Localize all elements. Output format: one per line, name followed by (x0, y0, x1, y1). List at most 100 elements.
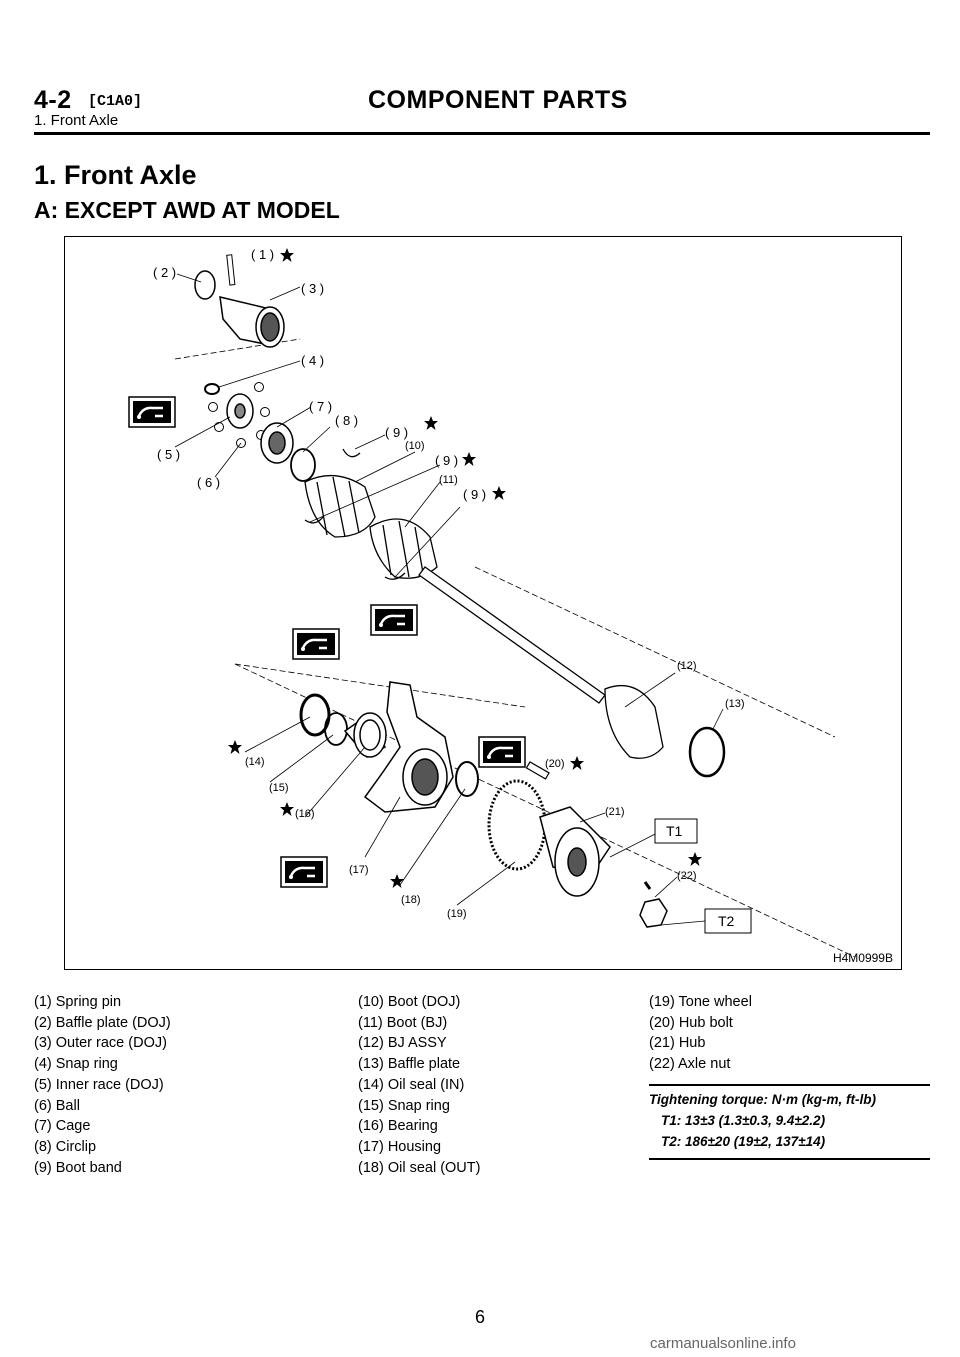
callout-9c: ( 9 ) (463, 487, 486, 502)
legend-item: (15) Snap ring (358, 1097, 450, 1114)
torque-rule-bottom (649, 1158, 930, 1160)
snap-ring-part (204, 383, 220, 395)
hub-part (539, 806, 611, 897)
bj-assy-part (418, 566, 664, 759)
star-icon-9b (462, 452, 476, 466)
torque-label-t1: T1 (654, 818, 698, 844)
footer-watermark[interactable]: carmanualsonline.info (650, 1335, 796, 1352)
legend-item: (17) Housing (358, 1138, 442, 1155)
torque-label-t2: T2 (704, 908, 752, 934)
baffle-plate-part (194, 270, 216, 300)
legend-item: (16) Bearing (358, 1118, 438, 1135)
legend-column-1: (1) Spring pin (2) Baffle plate (DOJ) (3… (34, 992, 171, 1178)
callout-labels: ( 1 ) ( 2 ) ( 3 ) ( 4 ) ( 5 ) ( 6 ) ( 7 … (153, 247, 745, 920)
grease-icon-3 (291, 627, 341, 661)
legend-item: (9) Boot band (34, 1159, 122, 1176)
legend-item: (3) Outer race (DOJ) (34, 1035, 167, 1052)
header-rule (34, 132, 930, 135)
legend-item: (4) Snap ring (34, 1056, 118, 1073)
callout-10: (10) (405, 440, 425, 452)
section-subcode: [C1A0] (88, 93, 143, 110)
star-icon-9a (424, 416, 438, 430)
callout-1: ( 1 ) (251, 247, 274, 262)
callout-12: (12) (677, 660, 697, 672)
legend-item: (13) Baffle plate (358, 1056, 461, 1073)
star-icon-16 (280, 802, 294, 816)
legend-item: (22) Axle nut (649, 1056, 731, 1073)
legend-column-2: (10) Boot (DOJ) (11) Boot (BJ) (12) BJ A… (358, 992, 480, 1178)
housing-part (363, 681, 454, 813)
section-code: 4-2 (34, 86, 72, 114)
oil-seal-out-part (455, 761, 479, 797)
star-icon-22 (688, 852, 702, 866)
legend-item: (5) Inner race (DOJ) (34, 1076, 164, 1093)
callout-14: (14) (245, 756, 265, 768)
grease-icon-4 (477, 735, 527, 769)
legend-column-3: (19) Tone wheel (20) Hub bolt (21) Hub (… (649, 992, 752, 1075)
bearing-part (343, 712, 387, 758)
page-header-title: COMPONENT PARTS (368, 86, 628, 114)
callout-3: ( 3 ) (301, 281, 324, 296)
breadcrumb: 1. Front Axle (34, 112, 119, 129)
svg-text:T1: T1 (666, 823, 683, 839)
balls-part (208, 382, 270, 448)
t1-bolt-part (643, 881, 652, 890)
callout-19: (19) (447, 908, 467, 920)
figure-id: H4M0999B (832, 951, 893, 965)
tightening-torque-box: Tightening torque: N·m (kg-m, ft-lb) T1:… (649, 1084, 930, 1160)
callout-18: (18) (401, 894, 421, 906)
star-icon-9c (492, 486, 506, 500)
section-title: 1. Front Axle (34, 160, 197, 190)
callout-2: ( 2 ) (153, 265, 176, 280)
subsection-title: A: EXCEPT AWD AT MODEL (34, 197, 340, 223)
legend-item: (14) Oil seal (IN) (358, 1076, 465, 1093)
boot-doj-part (304, 474, 376, 538)
callout-7: ( 7 ) (309, 399, 332, 414)
legend-item: (1) Spring pin (34, 994, 122, 1010)
legend-item: (21) Hub (649, 1035, 706, 1052)
legend-item: (18) Oil seal (OUT) (358, 1159, 481, 1176)
callout-4: ( 4 ) (301, 353, 324, 368)
svg-text:T2: T2 (718, 913, 735, 929)
star-icon-1 (280, 248, 294, 262)
callout-11: (11) (439, 474, 458, 486)
callout-9b: ( 9 ) (435, 453, 458, 468)
tone-wheel-part (487, 779, 547, 871)
legend-item: (6) Ball (34, 1097, 80, 1114)
exploded-diagram: ( 1 ) ( 2 ) ( 3 ) ( 4 ) ( 5 ) ( 6 ) ( 7 … (64, 236, 902, 970)
axle-nut-part (639, 898, 668, 928)
callout-17: (17) (349, 864, 369, 876)
snap-ring-15-part (324, 712, 348, 746)
callout-13: (13) (725, 698, 745, 710)
legend-item: (20) Hub bolt (649, 1014, 733, 1031)
outer-race-part (219, 296, 285, 348)
callout-20: (20) (545, 758, 565, 770)
star-icon-20 (570, 756, 584, 770)
callout-5: ( 5 ) (157, 447, 180, 462)
star-icon-14 (228, 740, 242, 754)
diagram-canvas: ( 1 ) ( 2 ) ( 3 ) ( 4 ) ( 5 ) ( 6 ) ( 7 … (127, 247, 856, 958)
callout-21: (21) (605, 806, 625, 818)
torque-t1: T1: 13±3 (1.3±0.3, 9.4±2.2) (661, 1113, 826, 1128)
grease-icon-5 (279, 855, 329, 889)
page-number: 6 (474, 1307, 485, 1327)
inner-race-part (226, 393, 254, 429)
torque-t2: T2: 186±20 (19±2, 137±14) (661, 1134, 826, 1149)
cage-part (260, 422, 294, 464)
boot-bands-part (304, 448, 406, 580)
leader-lines (174, 273, 724, 926)
hub-bolt-part (525, 761, 550, 780)
legend-item: (10) Boot (DOJ) (358, 994, 461, 1010)
legend-item: (19) Tone wheel (649, 994, 752, 1010)
baffle-plate-13-part (688, 726, 726, 778)
callout-6: ( 6 ) (197, 475, 220, 490)
callout-22: (22) (677, 870, 697, 882)
legend-item: (11) Boot (BJ) (358, 1014, 448, 1031)
guide-lines (174, 338, 856, 958)
callout-8: ( 8 ) (335, 413, 358, 428)
callout-15: (15) (269, 782, 289, 794)
legend-item: (2) Baffle plate (DOJ) (34, 1014, 171, 1031)
oil-seal-in-part (299, 693, 331, 737)
torque-heading: Tightening torque: N·m (kg-m, ft-lb) (649, 1092, 876, 1107)
legend-item: (8) Circlip (34, 1138, 97, 1155)
